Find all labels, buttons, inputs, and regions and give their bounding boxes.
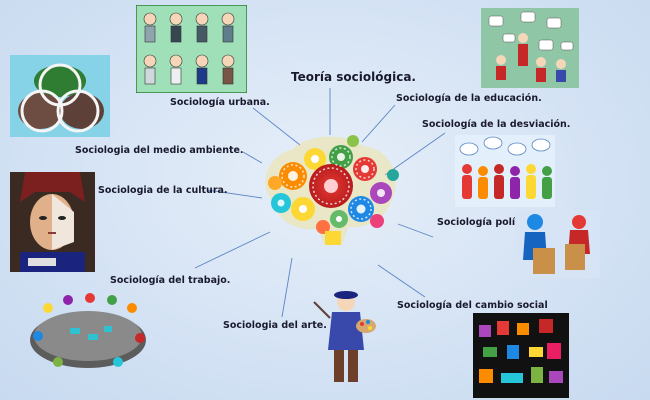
- culture-face-image: [10, 172, 95, 272]
- cartoon-people-image: [136, 5, 247, 93]
- label-politica: Sociología política.: [437, 217, 539, 228]
- connector-politica: [397, 223, 434, 238]
- connector-cultura: [206, 189, 263, 199]
- label-educacion: Sociología de la educación.: [396, 93, 542, 104]
- label-cambio-social: Sociología del cambio social: [397, 300, 548, 311]
- work-meeting-image: [30, 293, 146, 368]
- connector-medio: [242, 151, 263, 164]
- connector-educacion: [361, 104, 396, 143]
- label-medio-ambiente: Sociologia del medio ambiente.: [75, 145, 244, 156]
- political-podium-image: [515, 210, 600, 278]
- label-cultura: Sociologia de la cultura.: [98, 185, 228, 196]
- painter-art-image: [313, 291, 376, 382]
- environment-rings-image: [10, 55, 110, 137]
- connector-desviacion: [384, 132, 446, 176]
- connector-urbana: [252, 107, 301, 146]
- deviation-figures-image: [455, 135, 555, 207]
- connector-arte: [281, 257, 293, 318]
- connector-trabajo: [194, 231, 271, 269]
- social-change-image: [473, 313, 569, 398]
- label-urbana: Sociología urbana.: [170, 97, 270, 108]
- connector-cambio: [377, 264, 426, 298]
- label-desviacion: Sociología de la desviación.: [422, 119, 571, 130]
- center-title: Teoría sociológica.: [291, 70, 416, 84]
- brain-gears-icon: [265, 135, 399, 245]
- talking-group-image: [481, 8, 579, 88]
- label-arte: Sociologia del arte.: [223, 320, 327, 331]
- label-trabajo: Sociología del trabajo.: [110, 275, 231, 286]
